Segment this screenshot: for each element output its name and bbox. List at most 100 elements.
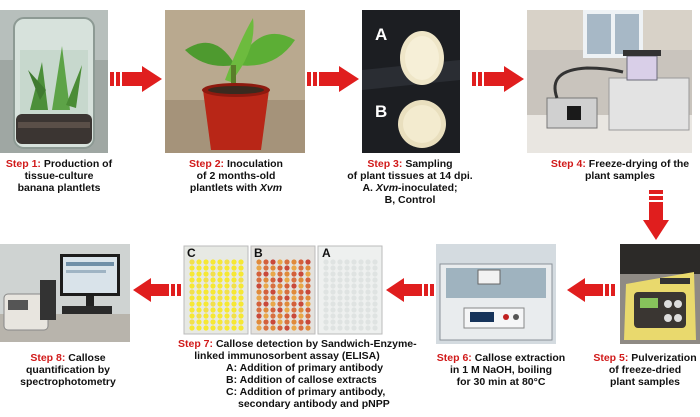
photo-water-bath: [436, 244, 556, 344]
plate-well: [365, 319, 371, 325]
plate-well: [365, 325, 371, 331]
plate-well: [337, 265, 343, 271]
left-arrow-icon: [133, 278, 181, 302]
plate-well: [351, 283, 357, 289]
plate-c-label: C: [187, 246, 196, 260]
plate-well: [291, 289, 297, 295]
plate-well: [344, 271, 350, 277]
plate-well: [189, 271, 195, 277]
plate-well: [277, 301, 283, 307]
plate-well: [231, 313, 237, 319]
plate-well: [238, 307, 244, 313]
plate-well: [344, 289, 350, 295]
plate-well: [210, 319, 216, 325]
plate-well: [305, 295, 311, 301]
plate-well: [298, 283, 304, 289]
plate-well: [291, 259, 297, 265]
plate-well: [305, 277, 311, 283]
plate-well: [270, 325, 276, 331]
plate-well: [298, 295, 304, 301]
plate-well: [238, 325, 244, 331]
plate-well: [330, 283, 336, 289]
plate-well: [203, 325, 209, 331]
plate-well: [189, 265, 195, 271]
plate-well: [270, 259, 276, 265]
plate-well: [277, 289, 283, 295]
plate-well: [270, 283, 276, 289]
step-7-sub-b: B: Addition of callose extracts: [226, 374, 377, 386]
plate-well: [330, 265, 336, 271]
plate-well: [263, 265, 269, 271]
plate-well: [203, 271, 209, 277]
plate-well: [323, 295, 329, 301]
plate-well: [196, 271, 202, 277]
plate-well: [344, 313, 350, 319]
plate-well: [358, 325, 364, 331]
plate-well: [284, 259, 290, 265]
plate-well: [210, 277, 216, 283]
plate-well: [224, 259, 230, 265]
plate-well: [365, 295, 371, 301]
plate-well: [203, 301, 209, 307]
plate-well: [351, 307, 357, 313]
plate-well: [284, 277, 290, 283]
plate-well: [238, 271, 244, 277]
step-7-sub-c: C: Addition of primary antibody,: [226, 386, 386, 398]
step-4-line-1: Freeze-drying of the: [588, 158, 690, 170]
plate-well: [337, 283, 343, 289]
plate-well: [231, 295, 237, 301]
sample-b-label: B: [375, 102, 388, 121]
plate-well: [284, 301, 290, 307]
photo-potted-plantlet: [165, 10, 305, 153]
plate-well: [277, 313, 283, 319]
plate-well: [372, 283, 378, 289]
step-2-line-3: plantlets with: [189, 182, 260, 194]
step-8-line-1: Callose: [68, 352, 106, 364]
plate-well: [351, 277, 357, 283]
plate-well: [365, 289, 371, 295]
step-7-label: Step 7:: [178, 338, 214, 350]
plate-well: [224, 301, 230, 307]
plate-well: [210, 265, 216, 271]
plate-well: [358, 307, 364, 313]
plate-well: [210, 295, 216, 301]
plate-well: [263, 307, 269, 313]
plate-well: [270, 271, 276, 277]
plate-well: [305, 313, 311, 319]
step-2-label: Step 2:: [189, 158, 225, 170]
plate-well: [256, 307, 262, 313]
plate-well: [305, 283, 311, 289]
plate-well: [203, 259, 209, 265]
step-8-label: Step 8:: [30, 352, 66, 364]
plate-well: [298, 319, 304, 325]
step-4-line-2: plant samples: [584, 170, 656, 182]
plate-well: [210, 271, 216, 277]
plate-well: [323, 319, 329, 325]
step-7-line-1: Callose detection by Sandwich-Enzyme-: [215, 338, 417, 350]
plate-well: [298, 265, 304, 271]
plate-well: [284, 295, 290, 301]
photo-freeze-dryer: [527, 10, 692, 153]
plate-well: [270, 307, 276, 313]
plate-well: [284, 271, 290, 277]
plate-well: [358, 289, 364, 295]
plate-well: [337, 307, 343, 313]
plate-well: [351, 259, 357, 265]
plate-well: [365, 259, 371, 265]
plate-well: [344, 277, 350, 283]
plate-well: [263, 301, 269, 307]
plate-well: [203, 289, 209, 295]
plate-well: [189, 283, 195, 289]
step-3-caption: Step 3: Sampling of plant tissues at 14 …: [340, 158, 480, 206]
plate-well: [365, 307, 371, 313]
step-1-caption: Step 1: Production of tissue-culture ban…: [0, 158, 118, 194]
plate-well: [323, 265, 329, 271]
plate-well: [337, 301, 343, 307]
plate-well: [256, 325, 262, 331]
plate-well: [351, 301, 357, 307]
plate-well: [372, 325, 378, 331]
photo-plant-tissue-samples: A B: [362, 10, 460, 153]
plate-well: [263, 295, 269, 301]
plate-well: [224, 283, 230, 289]
step-3-sub-a-prefix: A.: [362, 182, 376, 194]
